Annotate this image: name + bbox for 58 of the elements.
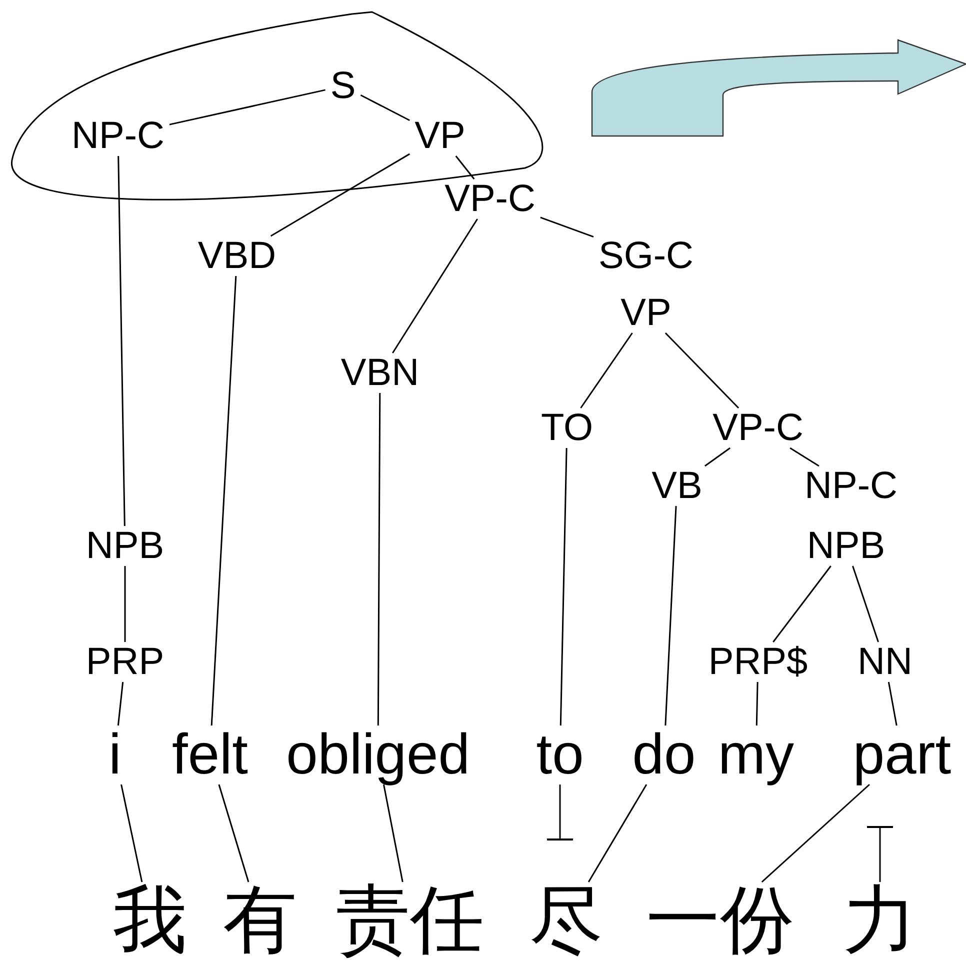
parse-tree-label: PRP bbox=[86, 643, 164, 681]
parse-tree-label: NP-C bbox=[804, 467, 898, 505]
chinese-word: 力 bbox=[843, 883, 917, 957]
parse-tree-label: NN bbox=[858, 643, 912, 681]
connector-line bbox=[580, 332, 633, 408]
chinese-word: 尽 bbox=[529, 883, 603, 957]
parse-tree-label: NP-C bbox=[72, 117, 164, 155]
connector-line bbox=[704, 447, 730, 467]
connector-line bbox=[888, 682, 898, 726]
english-word: felt bbox=[172, 726, 248, 784]
parse-tree-label: SG-C bbox=[598, 237, 694, 275]
parse-tree-label: VP bbox=[620, 294, 672, 332]
parse-tree-label: NPB bbox=[806, 527, 886, 565]
connector-line bbox=[588, 784, 648, 882]
parse-tree-label: PRP$ bbox=[708, 643, 808, 681]
chinese-word: 一份 bbox=[646, 883, 794, 957]
connector-line bbox=[852, 566, 879, 642]
null-alignment-mark bbox=[546, 784, 574, 840]
connector-line bbox=[392, 218, 478, 354]
parse-tree-label: VB bbox=[652, 467, 702, 505]
connector-line bbox=[377, 393, 381, 726]
connector-line bbox=[664, 332, 740, 409]
connector-line bbox=[120, 784, 143, 882]
connector-line bbox=[540, 216, 594, 238]
connector-line bbox=[560, 448, 568, 726]
parse-tree-label: S bbox=[330, 67, 356, 105]
connector-line bbox=[124, 566, 126, 642]
connector-line bbox=[382, 784, 404, 882]
connector-line bbox=[169, 89, 326, 126]
english-word: my bbox=[718, 726, 794, 784]
english-word: i bbox=[108, 726, 122, 784]
connector-line bbox=[756, 682, 758, 726]
connector-line bbox=[772, 566, 832, 642]
connector-line bbox=[360, 94, 410, 122]
english-word: to bbox=[536, 726, 584, 784]
parse-tree-label: NPB bbox=[86, 527, 164, 565]
connector-line bbox=[117, 682, 124, 726]
connector-line bbox=[118, 156, 126, 526]
connector-line bbox=[790, 447, 820, 467]
parse-tree-label: VP-C bbox=[444, 180, 536, 218]
parse-tree-label: TO bbox=[540, 409, 594, 447]
english-word: obliged bbox=[286, 726, 470, 784]
connector-line bbox=[761, 784, 870, 883]
connector-line bbox=[664, 506, 677, 726]
chinese-word: 我 bbox=[113, 883, 187, 957]
parse-tree-label: VBN bbox=[340, 354, 420, 392]
parse-tree-label: VP-C bbox=[712, 409, 804, 447]
connector-line bbox=[210, 276, 237, 726]
null-alignment-mark bbox=[866, 826, 894, 882]
parse-tree-label: VBD bbox=[198, 237, 276, 275]
chinese-word: 责任 bbox=[336, 883, 484, 957]
english-word: do bbox=[632, 726, 696, 784]
chinese-word: 有 bbox=[223, 883, 297, 957]
connector-line bbox=[270, 153, 410, 237]
connector-line bbox=[218, 784, 250, 882]
parse-tree-label: VP bbox=[414, 117, 466, 155]
connector-line bbox=[455, 156, 475, 180]
english-word: part bbox=[852, 726, 952, 784]
